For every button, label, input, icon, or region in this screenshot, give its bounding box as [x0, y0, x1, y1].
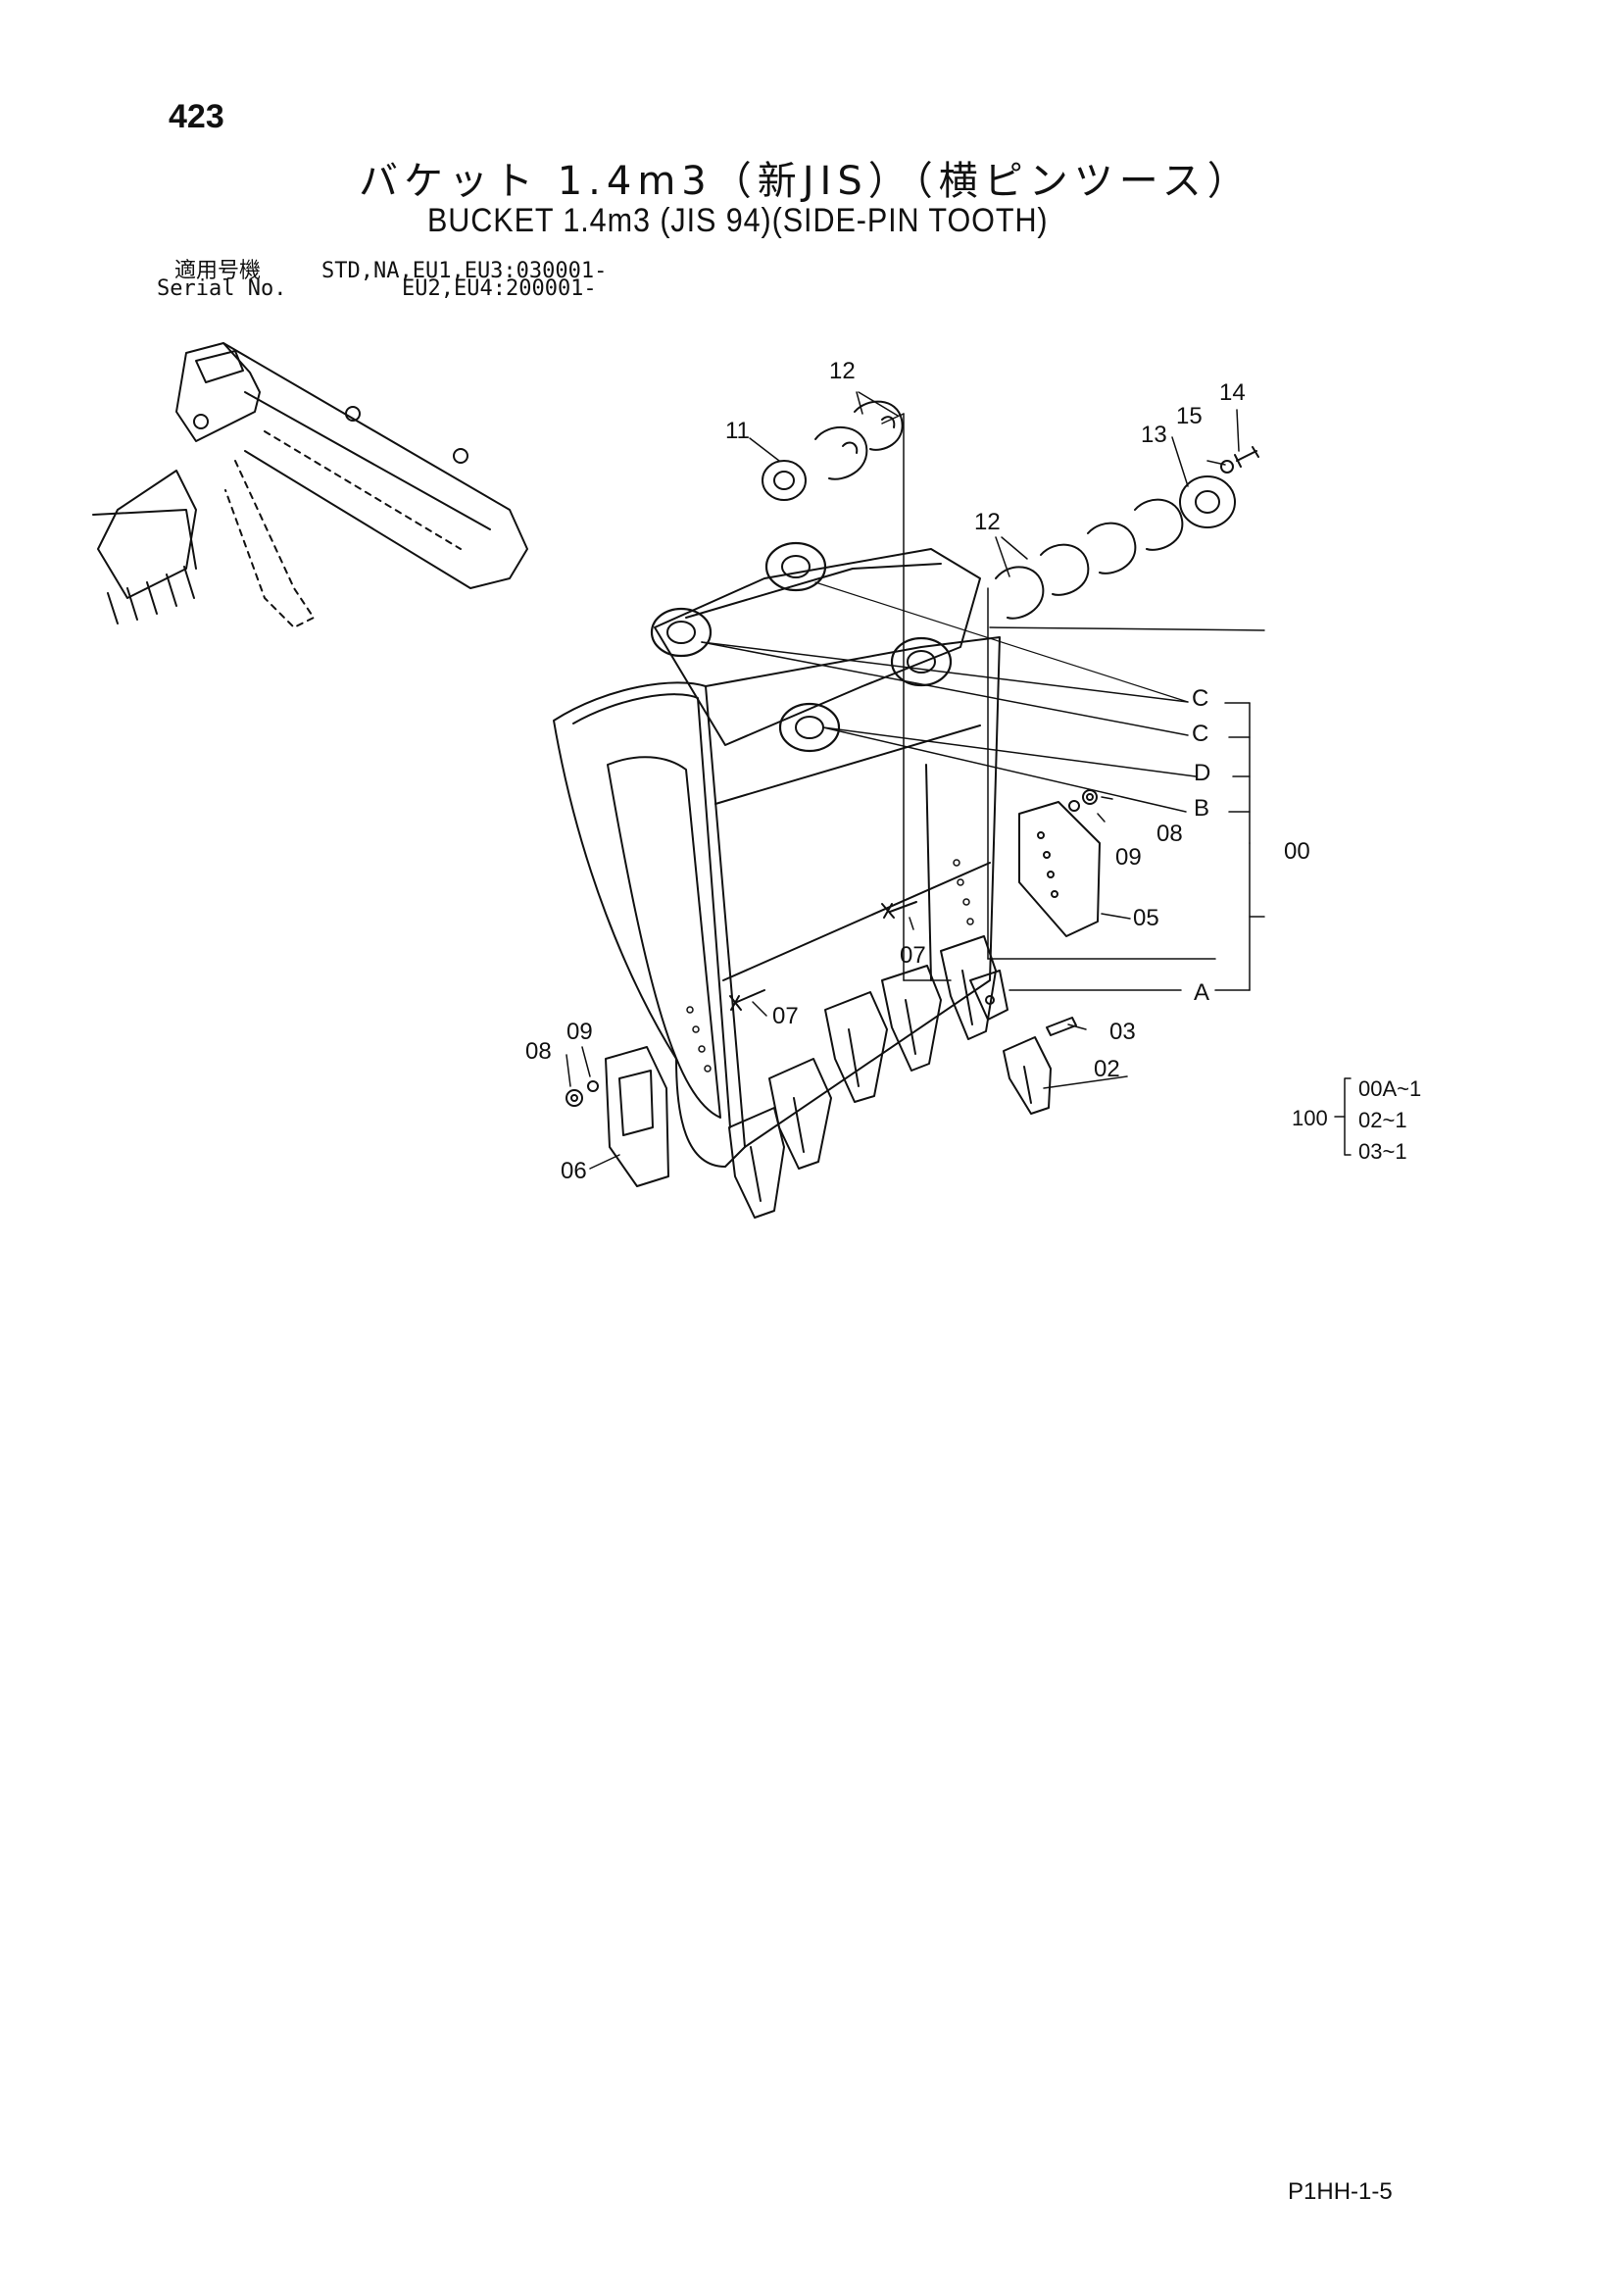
- leader-lines: [566, 391, 1265, 1170]
- ref-c-2: C: [1192, 721, 1208, 747]
- callout-06: 06: [561, 1158, 587, 1184]
- callout-11: 11: [725, 418, 750, 444]
- serial-value-1: STD,NA,EU1,EU3:030001-: [321, 259, 608, 283]
- page-number: 423: [169, 98, 224, 135]
- kit-item-2: 02~1: [1358, 1108, 1407, 1132]
- callout-12-right: 12: [974, 509, 1001, 535]
- serial-line-1: 適用号機 STD,NA,EU1,EU3:030001-: [174, 253, 607, 284]
- callout-12-top: 12: [829, 358, 856, 384]
- callout-07-upper: 07: [900, 942, 926, 969]
- bucket-drawing: [553, 400, 1259, 1219]
- callout-08-left: 08: [525, 1038, 552, 1065]
- serial-line-2: Serial No. EU2,EU4:200001-: [157, 276, 597, 301]
- excavator-thumbnail-icon: [92, 342, 528, 628]
- kit-list: 100 00A~1 02~1 03~1: [1292, 1076, 1421, 1164]
- ref-a: A: [1194, 979, 1209, 1006]
- kit-number: 100: [1292, 1106, 1328, 1130]
- callout-13: 13: [1141, 422, 1167, 448]
- callout-14: 14: [1219, 379, 1246, 406]
- kit-item-3: 03~1: [1358, 1139, 1407, 1164]
- ref-b: B: [1194, 795, 1209, 822]
- ref-d: D: [1194, 760, 1210, 786]
- callout-00: 00: [1284, 838, 1310, 865]
- serial-label-jp: 適用号機: [174, 259, 262, 283]
- title-english: BUCKET 1.4m3 (JIS 94)(SIDE-PIN TOOTH): [427, 202, 1049, 239]
- kit-bracket: [1334, 1077, 1352, 1156]
- callout-07-lower: 07: [772, 1003, 799, 1029]
- callout-09-left: 09: [566, 1019, 593, 1045]
- title-japanese: バケット 1.4m3（新JIS）（横ピンツース）: [359, 159, 1253, 204]
- serial-label-en: Serial No.: [157, 276, 287, 301]
- callout-05: 05: [1133, 905, 1159, 931]
- footer-code: P1HH-1-5: [1288, 2178, 1393, 2205]
- callout-02: 02: [1094, 1056, 1120, 1082]
- callout-08-right: 08: [1156, 821, 1183, 847]
- callout-09-right: 09: [1115, 844, 1142, 871]
- serial-value-2: EU2,EU4:200001-: [402, 276, 597, 301]
- callout-15: 15: [1176, 403, 1203, 429]
- ref-c-1: C: [1192, 685, 1208, 712]
- callout-03: 03: [1109, 1019, 1136, 1045]
- kit-item-1: 00A~1: [1358, 1076, 1421, 1101]
